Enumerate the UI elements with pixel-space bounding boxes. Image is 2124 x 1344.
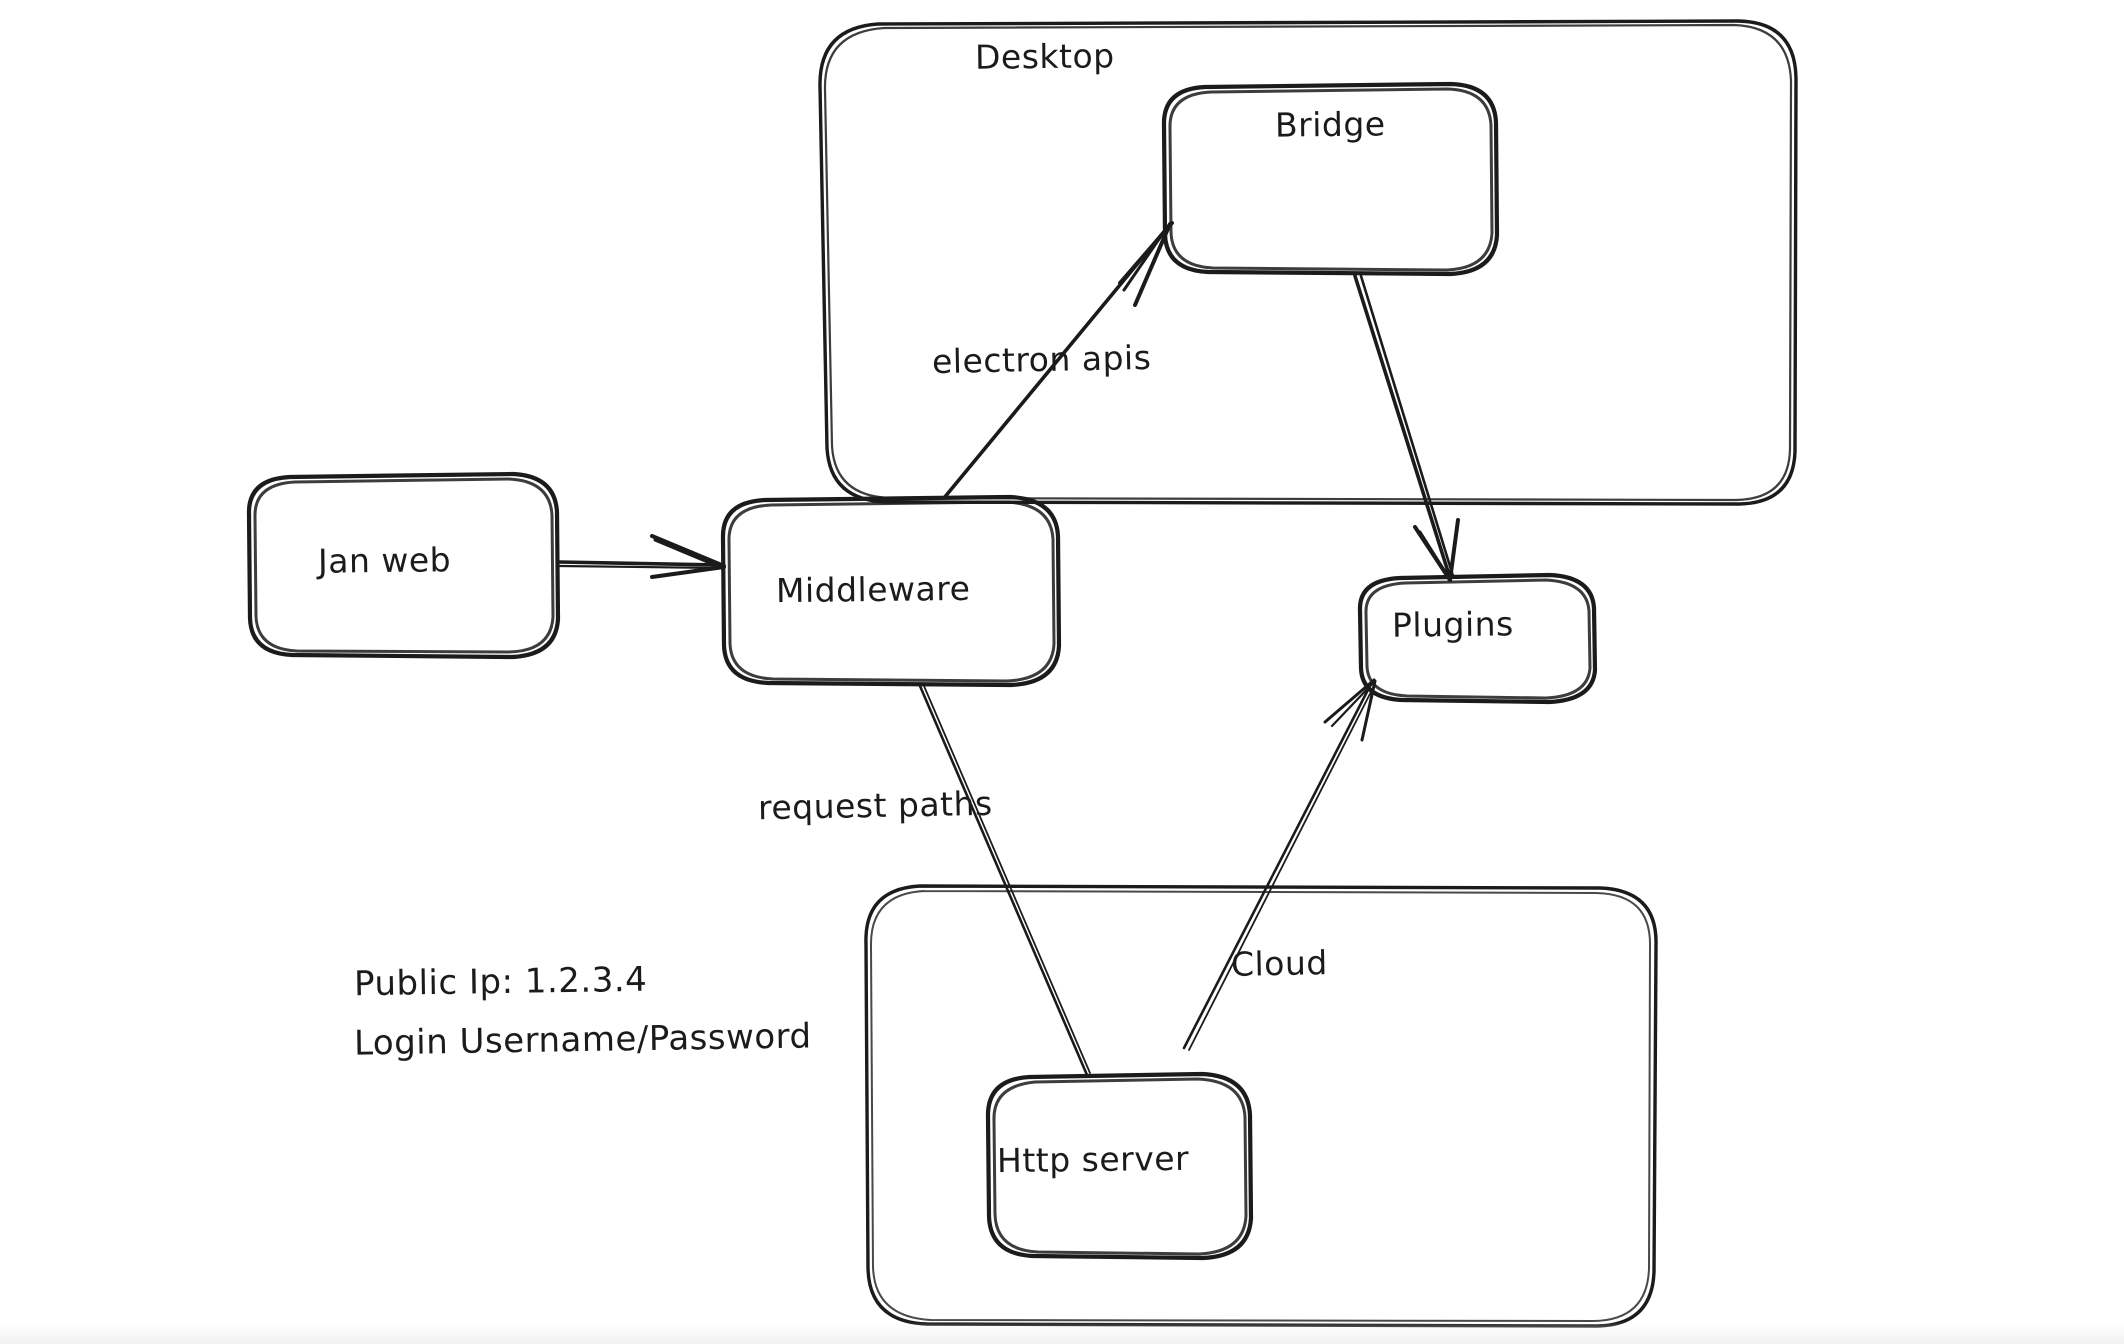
edge-janweb-middleware bbox=[557, 534, 726, 579]
edge-label-cloud: Cloud bbox=[1230, 943, 1329, 984]
node-label-http-server: Http server bbox=[996, 1138, 1190, 1181]
node-label-middleware: Middleware bbox=[775, 568, 971, 611]
edge-bridge-plugins bbox=[1353, 274, 1460, 582]
node-http-server-outline bbox=[985, 1071, 1254, 1261]
group-label-desktop: Desktop bbox=[974, 36, 1115, 77]
node-jan-web-outline bbox=[246, 471, 561, 660]
note-login-credentials: Login Username/Password bbox=[353, 1016, 812, 1064]
node-plugins-outline bbox=[1357, 572, 1598, 705]
edge-middleware-bridge bbox=[942, 221, 1174, 500]
note-public-ip: Public Ip: 1.2.3.4 bbox=[353, 959, 648, 1005]
edge-middleware-httpserver bbox=[918, 684, 1091, 1077]
node-bridge-outline bbox=[1161, 81, 1500, 277]
edge-label-electron-apis: electron apis bbox=[931, 337, 1152, 382]
node-label-bridge: Bridge bbox=[1274, 104, 1386, 145]
edge-label-request-paths: request paths bbox=[757, 783, 994, 828]
node-label-plugins: Plugins bbox=[1391, 604, 1514, 645]
group-desktop-outline bbox=[818, 19, 1798, 506]
edge-httpserver-plugins bbox=[1182, 678, 1377, 1051]
node-label-jan-web: Jan web bbox=[317, 540, 452, 581]
canvas-bottom-fade bbox=[0, 1322, 2124, 1344]
node-middleware-outline bbox=[720, 494, 1062, 688]
